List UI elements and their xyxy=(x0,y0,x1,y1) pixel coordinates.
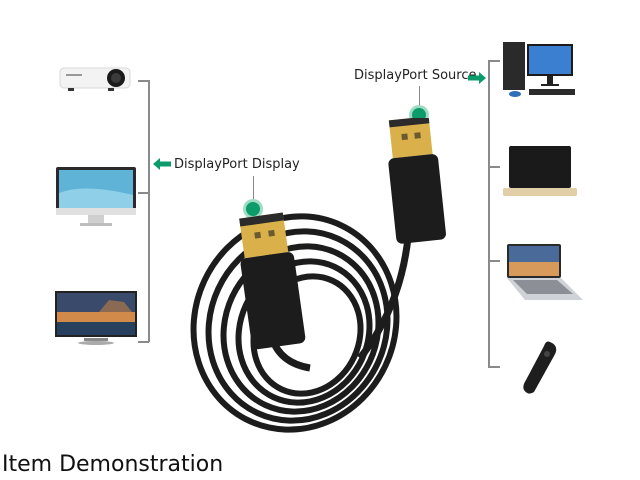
laptop-image xyxy=(503,146,577,198)
source-bracket-top xyxy=(488,60,500,62)
desktop-pc-image xyxy=(503,42,577,102)
display-bracket-mid xyxy=(138,192,149,194)
arrow-right-icon xyxy=(468,72,486,84)
monitor-image xyxy=(54,165,138,229)
tv-image xyxy=(54,290,138,348)
item-demonstration-caption: Item Demonstration xyxy=(2,452,224,477)
source-bracket-vertical xyxy=(488,60,490,368)
display-bracket-vertical xyxy=(148,80,150,342)
arrow-left-icon xyxy=(153,158,171,170)
projector-image xyxy=(58,64,134,94)
source-bracket-bottom xyxy=(488,366,500,368)
display-bracket-top xyxy=(138,80,149,82)
display-connector-dot xyxy=(246,202,260,216)
displayport-cable-image xyxy=(180,118,460,438)
display-label: DisplayPort Display xyxy=(174,157,300,172)
display-bracket-bottom xyxy=(138,341,149,343)
source-bracket-laptop xyxy=(488,166,500,168)
display-leader-line xyxy=(253,176,254,202)
source-leader-line xyxy=(419,86,420,110)
source-bracket-notebook xyxy=(488,260,500,262)
source-label: DisplayPort Source xyxy=(354,68,477,83)
notebook-image xyxy=(505,244,585,308)
remote-image xyxy=(520,340,564,396)
